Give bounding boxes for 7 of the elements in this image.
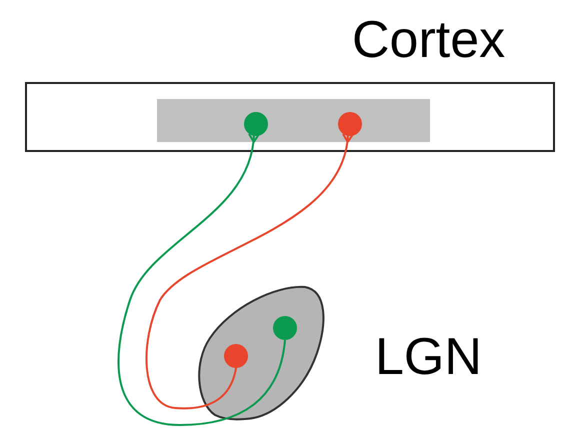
axon-connector [118,132,286,426]
neuron-dot [338,112,362,136]
neuron-dot [244,112,268,136]
cortical-layer-band [157,99,430,142]
axon-connector [146,132,354,410]
region-label: LGN [375,331,482,383]
region-label: Cortex [352,14,506,66]
